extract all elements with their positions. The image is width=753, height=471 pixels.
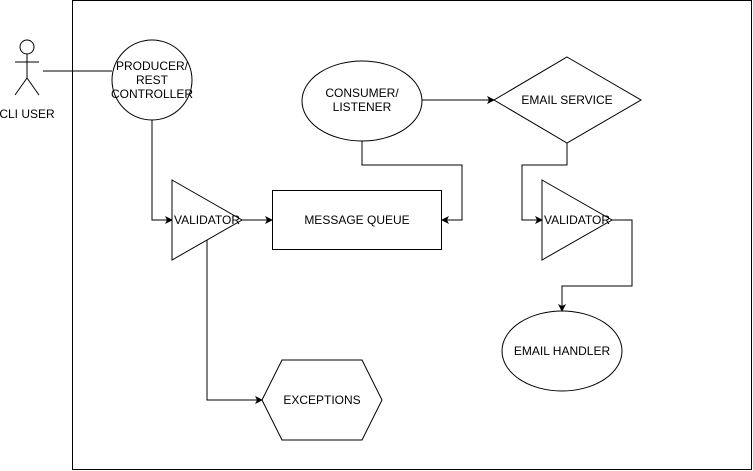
email-handler-shape [501, 310, 623, 392]
exceptions-node[interactable]: EXCEPTIONS [261, 359, 383, 441]
email-service-label: EMAIL SERVICE [521, 93, 612, 107]
email-service-node[interactable]: EMAIL SERVICE [493, 56, 642, 144]
consumer-label-line-2: LISTENER [333, 100, 392, 114]
connector-consumer-queue [361, 141, 463, 224]
connector-validator-email-handler [558, 219, 633, 312]
validator-right-node[interactable]: VALIDATOR [541, 179, 614, 261]
actor-leg-right [26, 77, 40, 96]
connector-validator-exceptions [206, 240, 263, 404]
connector-producer-validator [151, 120, 173, 224]
email-handler-label: EMAIL HANDLER [514, 344, 611, 358]
message-queue-node[interactable]: MESSAGE QUEUE [272, 190, 442, 250]
email-handler-node[interactable]: EMAIL HANDLER [501, 310, 623, 392]
exceptions-shape [261, 359, 383, 441]
consumer-label-line-1: CONSUMER/ [325, 86, 399, 100]
producer-node[interactable]: PRODUCER/ REST CONTROLLER [111, 39, 193, 121]
validator-right-shape [541, 179, 614, 261]
message-queue-shape [272, 190, 442, 250]
producer-label-line-1: PRODUCER/ [116, 59, 189, 73]
system-boundary [72, 0, 752, 470]
message-queue-label: MESSAGE QUEUE [304, 213, 409, 227]
validator-right-label: VALIDATOR [544, 213, 610, 227]
connector-email-service-validator [521, 143, 568, 224]
actor-leg-left [14, 77, 28, 96]
actor-label: CLI USER [0, 107, 55, 121]
producer-label-line-2: REST [136, 73, 169, 87]
producer-label-line-3: CONTROLLER [111, 87, 193, 101]
exceptions-label: EXCEPTIONS [283, 393, 360, 407]
actor-head [19, 39, 35, 55]
consumer-node[interactable]: CONSUMER/ LISTENER [301, 60, 423, 142]
cli-user-actor[interactable]: CLI USER [0, 39, 55, 121]
validator-left-label: VALIDATOR [174, 213, 240, 227]
